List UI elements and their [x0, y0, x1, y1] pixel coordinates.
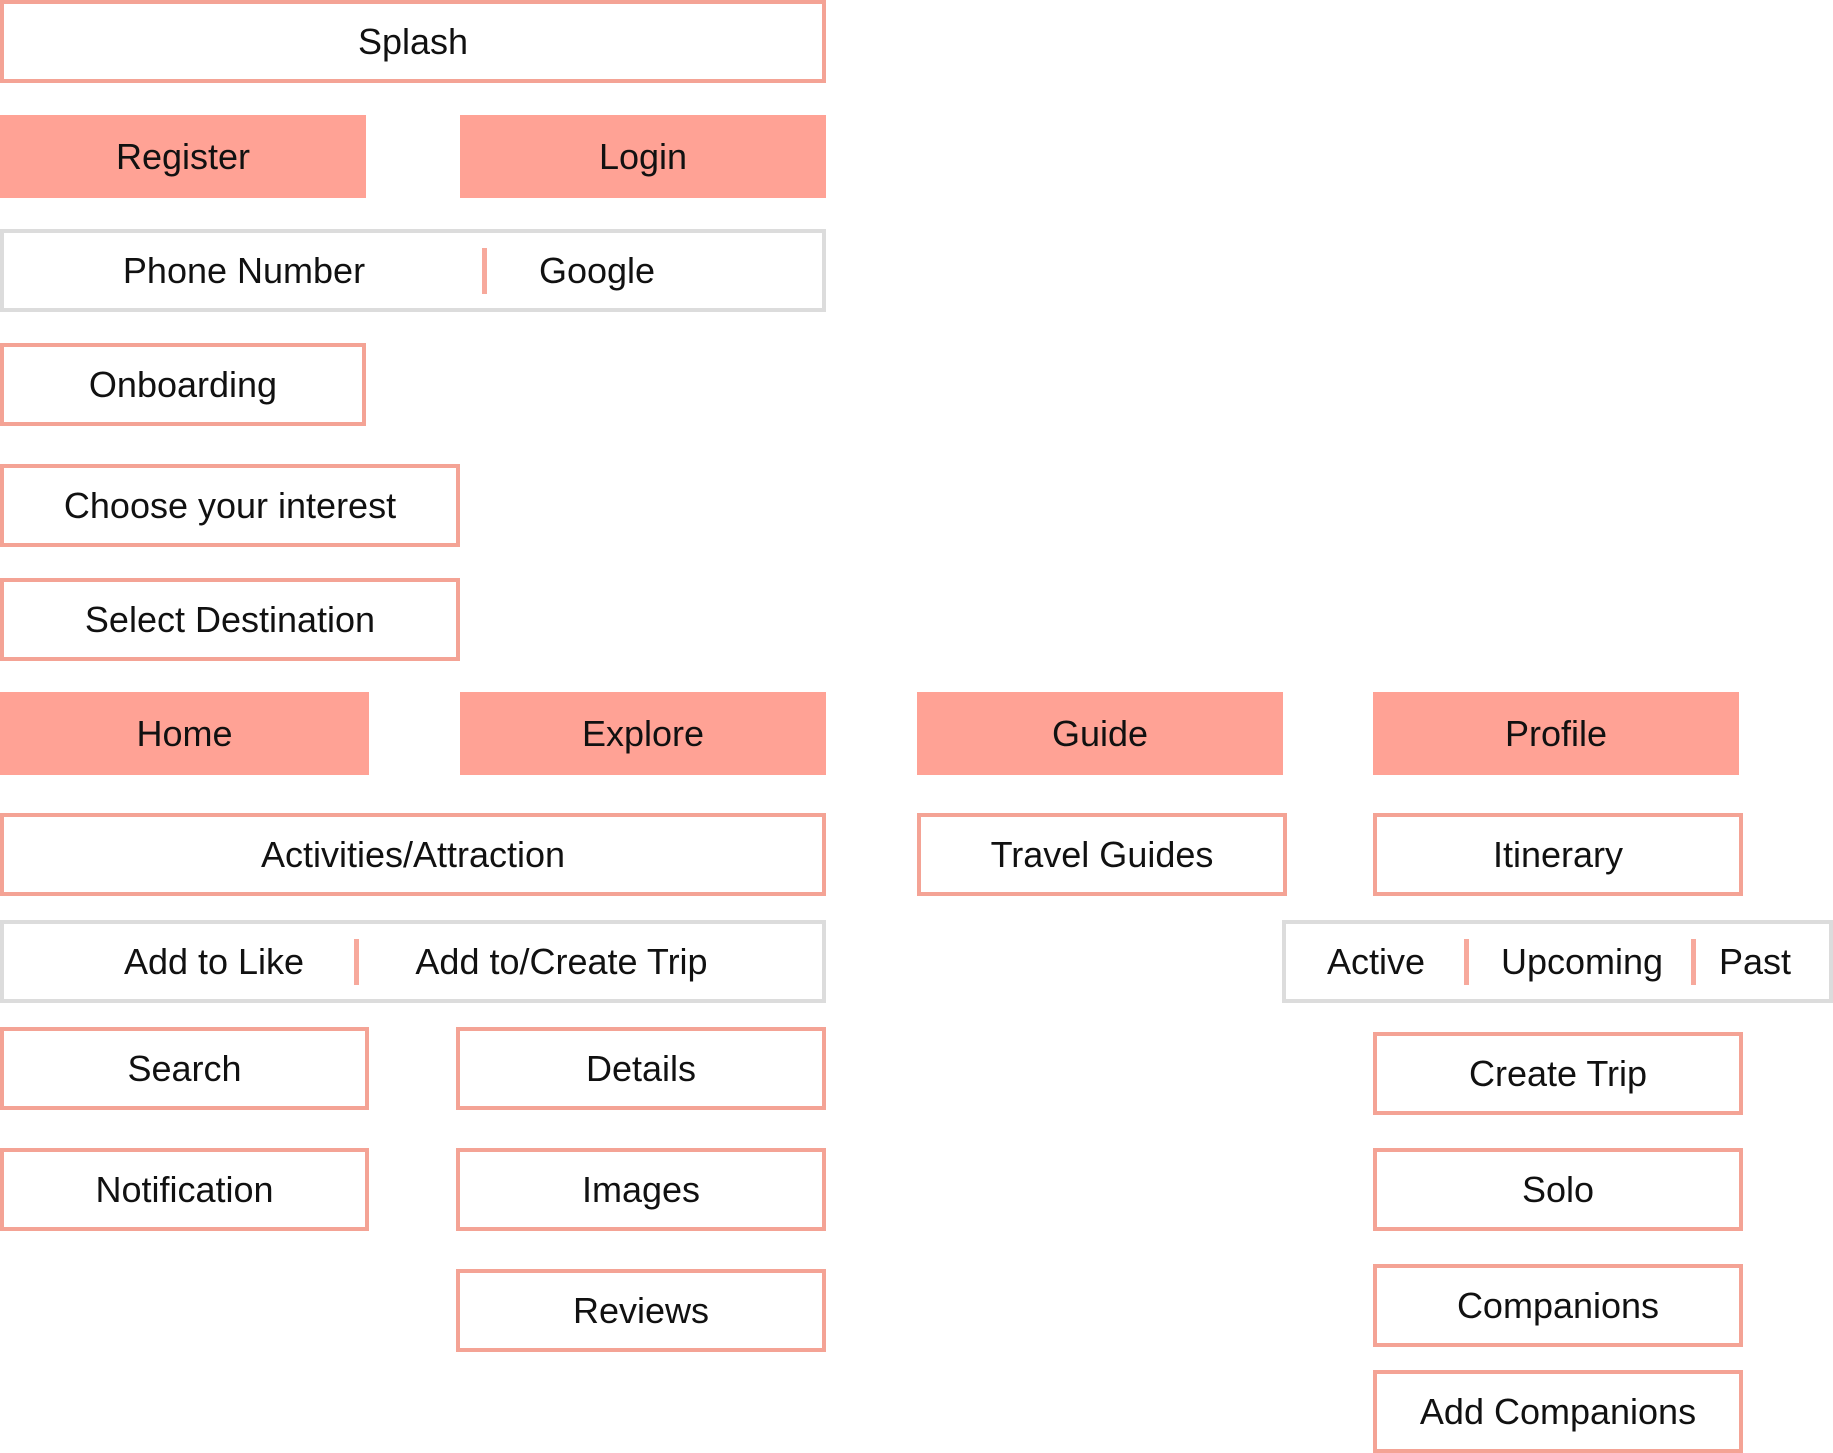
search-node: Search	[0, 1027, 369, 1110]
reviews-node: Reviews	[456, 1269, 826, 1352]
onboarding-label: Onboarding	[88, 363, 278, 405]
status-upcoming: Upcoming	[1500, 940, 1664, 982]
guide-label: Guide	[1051, 712, 1149, 754]
images-node: Images	[456, 1148, 826, 1231]
login-node: Login	[460, 115, 826, 198]
guide-node: Guide	[917, 692, 1283, 775]
search-label: Search	[127, 1047, 242, 1089]
status-past: Past	[1718, 940, 1792, 982]
home-label: Home	[136, 712, 233, 754]
explore-node: Explore	[460, 692, 826, 775]
add-companions-label: Add Companions	[1419, 1390, 1697, 1432]
travel-guides-node: Travel Guides	[917, 813, 1287, 896]
companions-label: Companions	[1456, 1284, 1660, 1326]
login-label: Login	[598, 135, 688, 177]
choose-interest-label: Choose your interest	[63, 484, 397, 526]
divider	[354, 938, 359, 985]
images-label: Images	[581, 1168, 701, 1210]
action-add-to-create-trip: Add to/Create Trip	[415, 940, 708, 982]
divider	[1691, 938, 1696, 985]
trip-status-node: Active Upcoming Past	[1282, 920, 1833, 1003]
auth-method-google: Google	[538, 249, 656, 291]
companions-node: Companions	[1373, 1264, 1743, 1347]
notification-node: Notification	[0, 1148, 369, 1231]
travel-guides-label: Travel Guides	[990, 833, 1214, 875]
splash-node: Splash	[0, 0, 826, 83]
notification-label: Notification	[95, 1168, 274, 1210]
select-destination-node: Select Destination	[0, 578, 460, 661]
auth-method-phone: Phone Number	[122, 249, 366, 291]
register-node: Register	[0, 115, 366, 198]
profile-label: Profile	[1504, 712, 1608, 754]
solo-label: Solo	[1521, 1168, 1595, 1210]
itinerary-node: Itinerary	[1373, 813, 1743, 896]
create-trip-node: Create Trip	[1373, 1032, 1743, 1115]
divider	[482, 247, 487, 294]
profile-node: Profile	[1373, 692, 1739, 775]
home-node: Home	[0, 692, 369, 775]
explore-label: Explore	[581, 712, 705, 754]
reviews-label: Reviews	[572, 1289, 710, 1331]
activities-label: Activities/Attraction	[260, 833, 566, 875]
onboarding-node: Onboarding	[0, 343, 366, 426]
status-active: Active	[1326, 940, 1426, 982]
create-trip-label: Create Trip	[1468, 1052, 1648, 1094]
auth-methods-node: Phone Number Google	[0, 229, 826, 312]
activities-node: Activities/Attraction	[0, 813, 826, 896]
details-node: Details	[456, 1027, 826, 1110]
activity-actions-node: Add to Like Add to/Create Trip	[0, 920, 826, 1003]
solo-node: Solo	[1373, 1148, 1743, 1231]
action-add-to-like: Add to Like	[123, 940, 305, 982]
divider	[1464, 938, 1469, 985]
itinerary-label: Itinerary	[1492, 833, 1624, 875]
splash-label: Splash	[357, 20, 469, 62]
register-label: Register	[115, 135, 251, 177]
details-label: Details	[585, 1047, 697, 1089]
select-destination-label: Select Destination	[84, 598, 376, 640]
add-companions-node: Add Companions	[1373, 1370, 1743, 1453]
choose-interest-node: Choose your interest	[0, 464, 460, 547]
